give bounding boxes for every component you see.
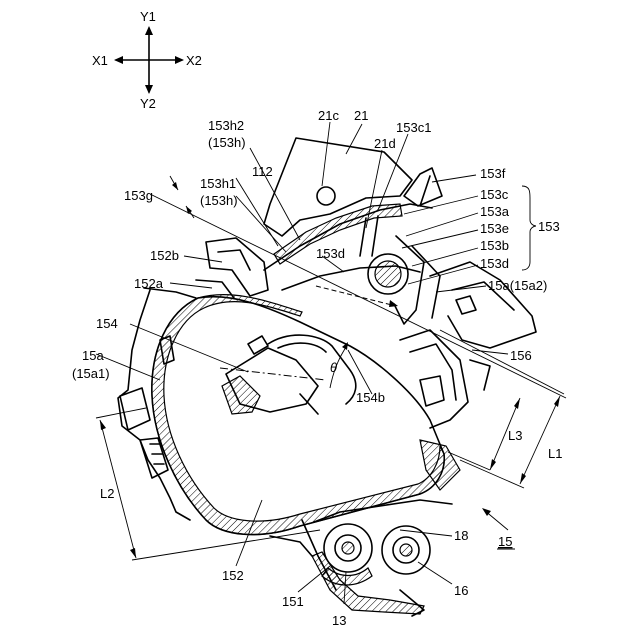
label-153h2: 153h2 [208, 118, 244, 133]
label-151: 151 [282, 594, 304, 609]
label-152: 152 [222, 568, 244, 583]
label-153h1: 153h1 [200, 176, 236, 191]
label-153e: 153e [480, 221, 509, 236]
label-152b: 152b [150, 248, 179, 263]
label-18: 18 [454, 528, 468, 543]
bottom-unit [270, 440, 460, 616]
label-15a1: (15a1) [72, 366, 110, 381]
label-13: 13 [332, 613, 346, 628]
label-15a: 15a [82, 348, 104, 363]
label-154b: 154b [356, 390, 385, 405]
label-153f: 153f [480, 166, 506, 181]
axis-y1-label: Y1 [140, 9, 156, 24]
label-153c: 153c [480, 187, 509, 202]
label-153b: 153b [480, 238, 509, 253]
toner-container-152 [152, 295, 444, 535]
label-theta: θ [330, 360, 337, 375]
label-153: 153 [538, 219, 560, 234]
label-L3: L3 [508, 428, 522, 443]
label-15a2: 15a(15a2) [488, 278, 547, 293]
label-154: 154 [96, 316, 118, 331]
label-153h-a: (153h) [208, 135, 246, 150]
label-153d-right: 153d [480, 256, 509, 271]
label-112: 112 [252, 164, 273, 179]
axis-y2-label: Y2 [140, 96, 156, 111]
axis-x2-label: X2 [186, 53, 202, 68]
label-153h-b: (153h) [200, 193, 238, 208]
label-21: 21 [354, 108, 368, 123]
label-16: 16 [454, 583, 468, 598]
label-153a: 153a [480, 204, 510, 219]
label-153d-center: 153d [316, 246, 345, 261]
shaft-154 [220, 336, 326, 414]
label-21d: 21d [374, 136, 396, 151]
label-L1: L1 [548, 446, 562, 461]
label-21c: 21c [318, 108, 339, 123]
label-L2: L2 [100, 486, 114, 501]
label-153c1: 153c1 [396, 120, 431, 135]
label-156: 156 [510, 348, 532, 363]
axis-indicator: Y1 Y2 X1 X2 [92, 9, 202, 111]
label-15: 15 [498, 534, 512, 549]
label-152a: 152a [134, 276, 164, 291]
axis-x1-label: X1 [92, 53, 108, 68]
label-153g: 153g [124, 188, 153, 203]
